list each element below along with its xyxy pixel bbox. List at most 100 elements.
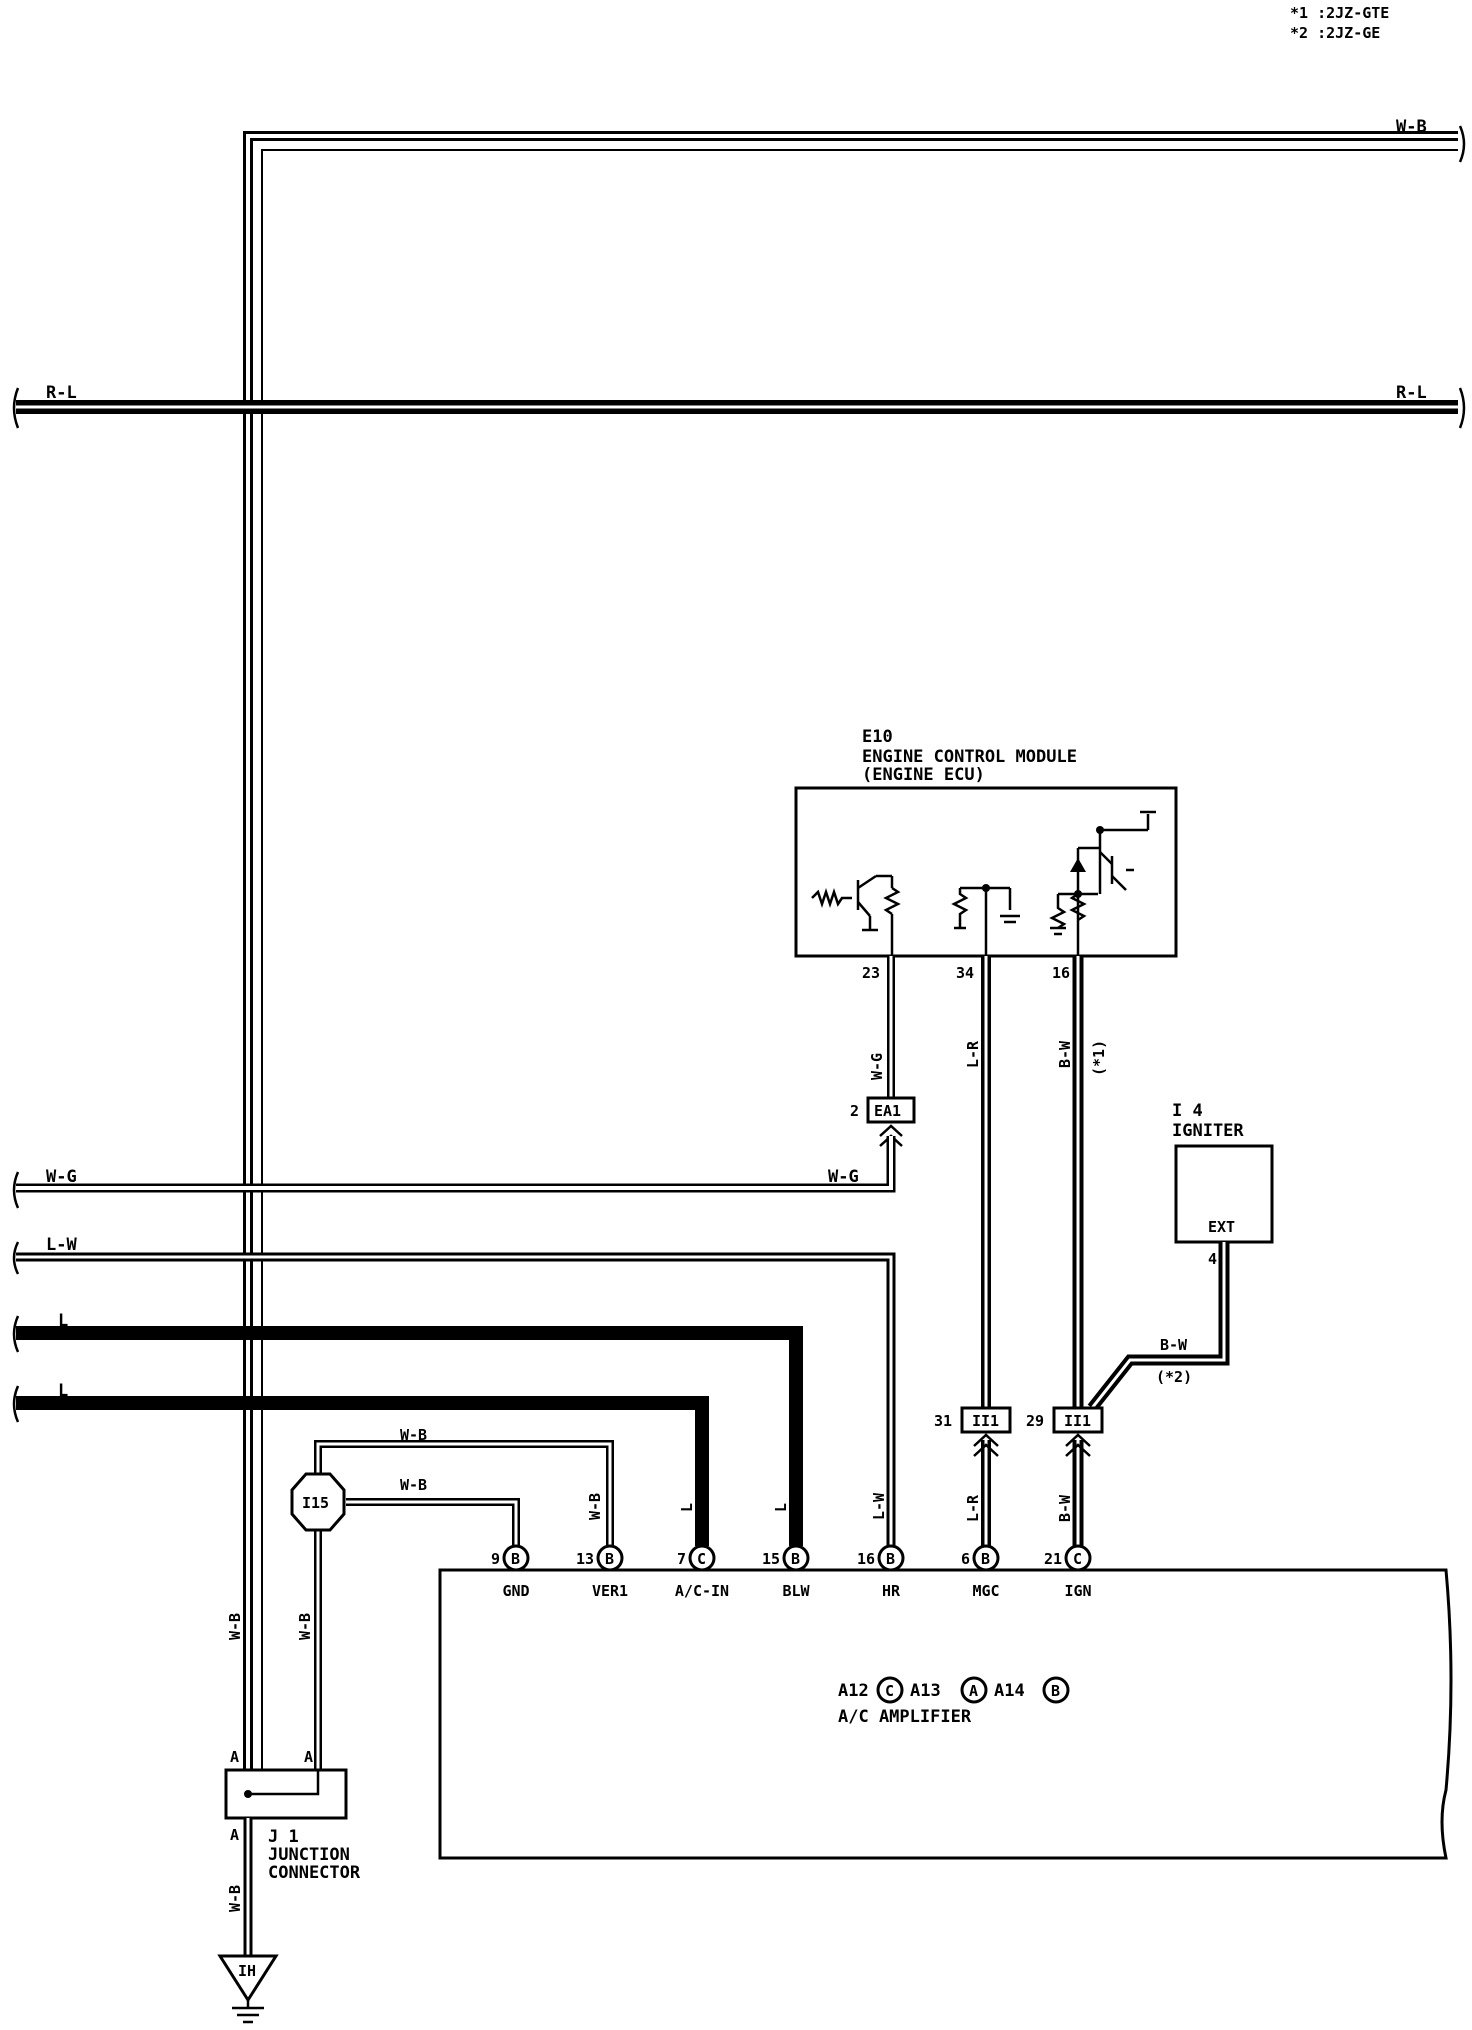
ecm-name-1: ENGINE CONTROL MODULE xyxy=(862,747,1077,767)
terminal-connector-letter: C xyxy=(1073,1550,1082,1568)
junction-pin-a3: A xyxy=(230,1826,239,1844)
terminal-number: 16 xyxy=(857,1550,875,1568)
terminal-connector-circle xyxy=(877,1544,905,1572)
amplifier-terminal-a-c-in: C7A/C-IN xyxy=(675,1544,729,1600)
terminal-name: A/C-IN xyxy=(675,1582,729,1600)
amplifier-conn-2: A xyxy=(969,1682,978,1700)
wire-wb-gnd xyxy=(346,1498,520,1546)
terminal-connector-circle xyxy=(688,1544,716,1572)
junction-line1: JUNCTION xyxy=(268,1845,350,1865)
wire-label-bw-lower: B-W xyxy=(1056,1494,1074,1522)
terminal-connector-letter: C xyxy=(697,1550,706,1568)
wire-label-wg-vert: W-G xyxy=(868,1053,886,1080)
wire-label-rl-left: R-L xyxy=(46,383,77,403)
wire-label-wb-v1: W-B xyxy=(586,1493,604,1520)
break-l2 xyxy=(12,1385,20,1423)
wire-label-lw-left: L-W xyxy=(46,1235,77,1255)
amplifier-id-1: A12 xyxy=(838,1681,869,1701)
terminal-name: MGC xyxy=(972,1582,999,1600)
junction-id: J 1 xyxy=(268,1827,299,1847)
wire-label-wg-left: W-G xyxy=(46,1167,77,1187)
wire-label-l-vert1: L xyxy=(678,1503,696,1512)
junction-pin-a1: A xyxy=(230,1748,239,1766)
terminal-name: GND xyxy=(502,1582,529,1600)
terminal-number: 9 xyxy=(491,1550,500,1568)
terminal-number: 13 xyxy=(576,1550,594,1568)
ecm-pin-23: 23 xyxy=(862,964,880,982)
ground-triangle xyxy=(217,1954,279,2003)
wire-label-rl-right: R-L xyxy=(1396,383,1427,403)
terminal-connector-letter: B xyxy=(981,1550,990,1568)
connector-ii1-29-pin: 29 xyxy=(1026,1412,1044,1430)
wire-label-wb-top1: W-B xyxy=(400,1426,427,1444)
terminal-number: 6 xyxy=(961,1550,970,1568)
break-wg xyxy=(12,1171,20,1209)
igniter-id: I 4 xyxy=(1172,1101,1203,1121)
amplifier-conn-1: C xyxy=(885,1682,894,1700)
ground-label: IH xyxy=(238,1962,256,1980)
connector-ea1-label: EA1 xyxy=(874,1102,901,1120)
wire-label-note2: (*2) xyxy=(1156,1368,1192,1386)
terminal-connector-circle xyxy=(782,1544,810,1572)
wire-label-wg-right: W-G xyxy=(828,1167,859,1187)
connector-ea1 xyxy=(866,1096,916,1124)
wire-top-wb xyxy=(243,131,1458,1770)
wire-wg xyxy=(16,1136,896,1193)
connector-ii1-31 xyxy=(960,1406,1012,1434)
terminal-number: 7 xyxy=(677,1550,686,1568)
terminal-number: 15 xyxy=(762,1550,780,1568)
connector-ea1-pin: 2 xyxy=(850,1102,859,1120)
wire-label-wb-ground: W-B xyxy=(226,1885,244,1912)
wire-label-lr-lower: L-R xyxy=(964,1494,982,1522)
amplifier-terminals: B9GNDB13VER1C7A/C-INB15BLWB16HRB6MGCC21I… xyxy=(491,1544,1092,1600)
terminal-connector-circle xyxy=(502,1544,530,1572)
amplifier-id-2: A13 xyxy=(910,1681,941,1701)
wire-label-bw-igniter: B-W xyxy=(1160,1336,1188,1354)
wire-label-l-vert2: L xyxy=(772,1503,790,1512)
junction-pin-a2: A xyxy=(304,1748,313,1766)
wire-label-wb-i15: W-B xyxy=(296,1613,314,1640)
break-rl-left xyxy=(12,387,20,429)
wire-label-wb-main: W-B xyxy=(226,1613,244,1640)
terminal-connector-letter: B xyxy=(791,1550,800,1568)
terminal-connector-circle xyxy=(1064,1544,1092,1572)
amplifier-box xyxy=(438,1568,1453,1860)
connector-ii1-31-label: II1 xyxy=(972,1412,999,1430)
terminal-connector-circle xyxy=(972,1544,1000,1572)
wire-l-acin xyxy=(16,1396,709,1546)
junction-internal xyxy=(248,1770,320,1796)
connector-ii1-31-pin: 31 xyxy=(934,1412,952,1430)
arrow-ii1-29 xyxy=(1065,1433,1091,1457)
break-top-right xyxy=(1458,125,1466,163)
wire-label-l-left1: L xyxy=(58,1311,68,1331)
terminal-name: VER1 xyxy=(592,1582,628,1600)
terminal-name: IGN xyxy=(1064,1582,1091,1600)
ecm-diode xyxy=(1070,858,1086,872)
terminal-connector-letter: B xyxy=(511,1550,520,1568)
break-rl-right xyxy=(1458,387,1466,429)
note-line-2: *2 :2JZ-GE xyxy=(1290,24,1380,42)
terminal-connector-circle xyxy=(596,1544,624,1572)
break-lw xyxy=(12,1241,20,1275)
terminal-name: HR xyxy=(882,1582,901,1600)
connector-ii1-29 xyxy=(1052,1406,1104,1434)
wire-bw-igniter xyxy=(1087,1242,1230,1412)
break-l1 xyxy=(12,1315,20,1353)
connector-i15 xyxy=(290,1472,346,1532)
igniter-box xyxy=(1174,1144,1274,1244)
terminal-number: 21 xyxy=(1044,1550,1062,1568)
connector-i15-label: I15 xyxy=(302,1494,329,1512)
ecm-pin-16: 16 xyxy=(1052,964,1070,982)
junction-line2: CONNECTOR xyxy=(268,1863,361,1883)
wire-label-wb-top2: W-B xyxy=(400,1476,427,1494)
wire-label-top-wb: W-B xyxy=(1396,117,1427,137)
arrow-ii1-31 xyxy=(973,1433,999,1457)
ecm-id: E10 xyxy=(862,727,893,747)
terminal-connector-letter: B xyxy=(886,1550,895,1568)
